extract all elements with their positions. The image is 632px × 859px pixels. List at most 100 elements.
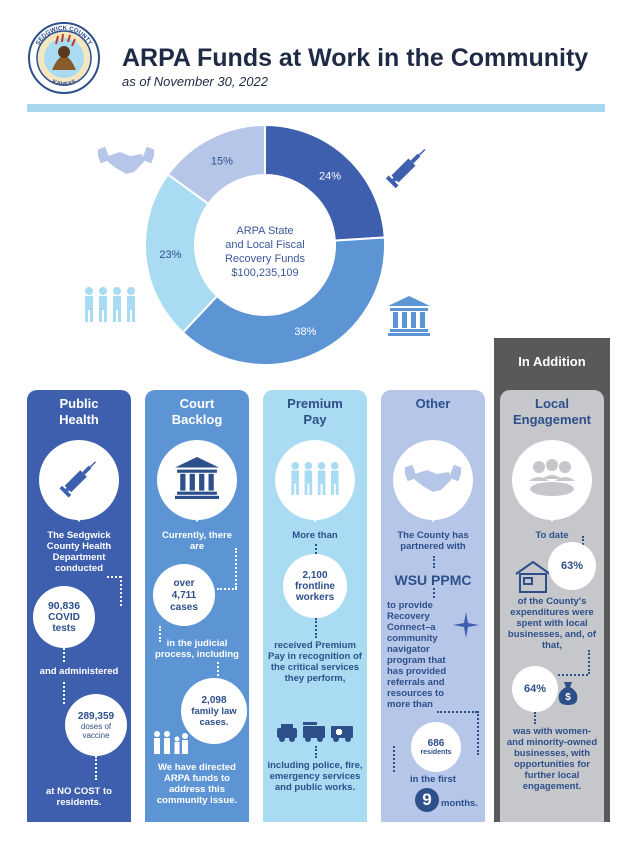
cb-text-2: in the judicial process, including [155, 638, 239, 660]
family-law-value: 2,098 [201, 694, 227, 706]
title-line-1: Public [59, 396, 99, 411]
page-title: ARPA Funds at Work in the Community [122, 44, 589, 72]
other-title: Other [415, 396, 451, 411]
circle-pointer [307, 512, 323, 522]
dotted-connector [63, 682, 65, 704]
cb-text-1: Currently, there are [161, 530, 233, 552]
donut-label-court-backlog: 38% [294, 326, 316, 338]
local-engagement-title: Local Engagement [500, 396, 604, 428]
center-line-4: $100,235,109 [231, 267, 299, 279]
premium-pay-column: Premium Pay More than 2,100 frontline wo… [263, 390, 367, 822]
pp-text-1: More than [292, 530, 338, 541]
dotted-connector [433, 556, 435, 568]
dotted-connector [217, 588, 237, 590]
svg-text:KANSAS: KANSAS [51, 79, 77, 88]
cb-text-3: We have directed ARPA funds to address t… [156, 762, 238, 806]
donut-slice-court-backlog [181, 236, 386, 366]
compass-icon [453, 612, 479, 643]
premium-pay-title: Premium Pay [263, 396, 367, 428]
center-line-1: ARPA State [236, 225, 294, 237]
title-line-2: Backlog [171, 412, 223, 427]
circle-pointer [425, 512, 441, 522]
page-subtitle: as of November 30, 2022 [122, 74, 268, 89]
minority-owned-value: 64% [523, 683, 547, 695]
frontline-workers-label: frontline workers [295, 580, 335, 603]
header-divider [27, 104, 605, 112]
dotted-connector [235, 548, 237, 588]
title-line-1: Court [179, 396, 215, 411]
donut-label-other: 15% [211, 155, 233, 167]
title-line-2: Pay [303, 412, 327, 427]
court-icon-circle [157, 440, 237, 520]
other-text-1: The County has partnered with [397, 530, 469, 552]
emergency-vehicles-icon [277, 720, 353, 749]
donut-label-public-health: 24% [319, 171, 341, 183]
vaccine-doses-label: doses of vaccine [80, 721, 112, 740]
handshake-icon [95, 142, 157, 183]
le-text-1: To date [535, 530, 569, 541]
wsu-ppmc-label: WSU PPMC [394, 572, 472, 588]
pp-text-2: received Premium Pay in recognition of t… [268, 640, 362, 684]
residents-label: residents [420, 749, 452, 756]
frontline-workers-bubble: 2,100 frontline workers [283, 554, 347, 618]
in-addition-label: In Addition [518, 354, 586, 369]
dotted-connector [217, 662, 219, 676]
title-line-1: Local [535, 396, 569, 411]
handshake-icon [402, 460, 464, 501]
dotted-connector [433, 588, 435, 598]
public-health-column: Public Health The Sedgwick County Health… [27, 390, 131, 822]
other-column: Other The County has partnered with WSU … [381, 390, 485, 822]
center-line-2: and Local Fiscal [225, 239, 305, 251]
ph-text-3: at NO COST to residents. [46, 786, 112, 808]
logo-text-bottom: KANSAS [51, 79, 77, 88]
circle-pointer [189, 512, 205, 522]
residents-bubble: 686 residents [411, 722, 461, 772]
page-header: SEDGWICK COUNTY KANSAS ARPA Funds at Wor… [0, 0, 632, 112]
months-number: 9 [415, 788, 439, 812]
other-text-2: to provide Recovery Connect–a community … [387, 600, 447, 710]
dotted-connector [393, 746, 395, 772]
family-law-label: family law cases. [191, 705, 237, 728]
ph-text-2: and administered [39, 666, 119, 677]
dotted-connector [63, 648, 65, 662]
dotted-connector [582, 536, 584, 548]
family-law-bubble: 2,098 family law cases. [181, 678, 247, 744]
dotted-connector [315, 618, 317, 638]
workers-icon [82, 286, 138, 327]
residents-value: 686 [427, 738, 445, 749]
local-engagement-icon-circle [512, 440, 592, 520]
funds-donut-chart: 24% 38% 23% 15% ARPA State and Local Fiscal… [0, 120, 632, 380]
dotted-connector [534, 712, 536, 724]
donut-slice-other [166, 123, 266, 206]
covid-tests-value: 90,836 [47, 600, 81, 612]
local-engagement-column: Local Engagement To date 63% of the Coun… [500, 390, 604, 822]
le-text-2: of the County's expenditures were spent … [507, 596, 597, 651]
courthouse-icon [175, 456, 219, 504]
dotted-connector [107, 576, 121, 578]
syringe-icon [382, 142, 432, 197]
donut-label-premium-pay: 23% [159, 249, 181, 261]
title-line-2: Health [59, 412, 99, 427]
county-seal-logo: SEDGWICK COUNTY KANSAS [28, 22, 100, 94]
donut-center-label: ARPA State and Local Fiscal Recovery Fun… [200, 224, 330, 280]
svg-text:$: $ [565, 692, 571, 703]
dotted-connector [120, 576, 122, 606]
covid-tests-bubble: 90,836 COVID tests [33, 586, 95, 648]
dotted-connector [95, 756, 97, 780]
dotted-connector [588, 650, 590, 674]
dotted-connector [437, 711, 477, 713]
local-spend-bubble: 63% [548, 542, 596, 590]
le-text-3: was with women- and minority-owned busin… [506, 726, 598, 792]
dotted-connector [315, 746, 317, 758]
cases-value: over 4,711 [171, 577, 197, 601]
frontline-workers-value: 2,100 [302, 569, 328, 581]
vaccine-doses-value: 289,359 [77, 710, 115, 722]
storefront-icon [514, 560, 552, 599]
other-text-3: in the first [410, 774, 456, 785]
circle-pointer [71, 512, 87, 522]
center-line-3: Recovery Funds [224, 253, 306, 265]
other-icon-circle [393, 440, 473, 520]
syringe-icon [56, 455, 102, 506]
circle-pointer [544, 512, 560, 522]
public-health-title: Public Health [27, 396, 131, 428]
